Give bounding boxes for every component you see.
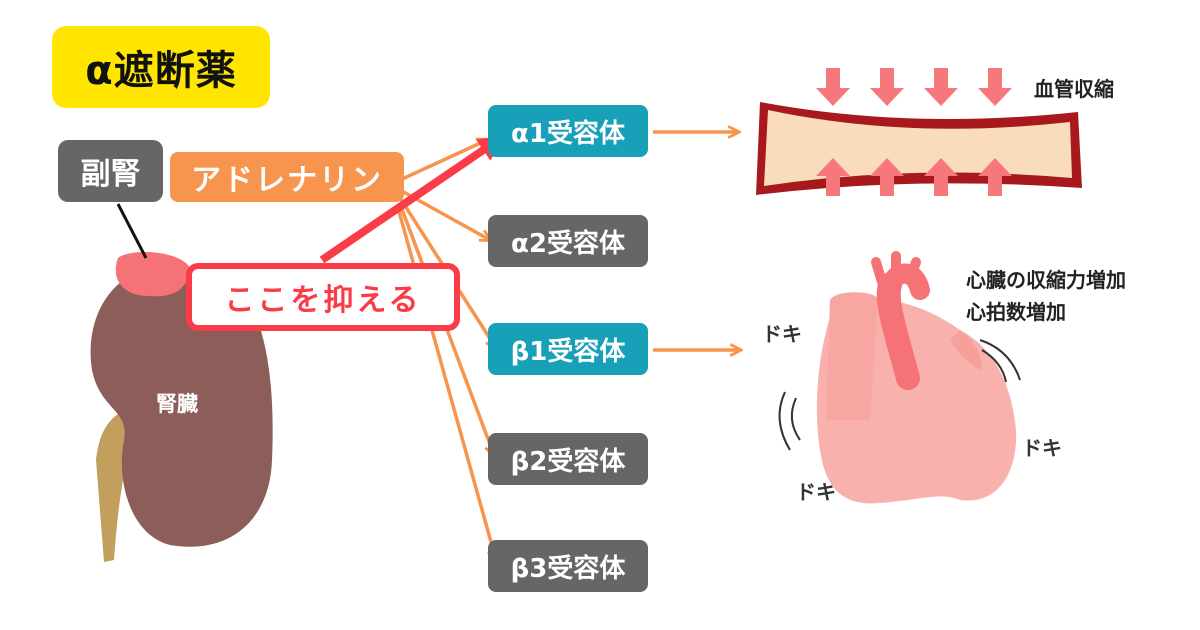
heartbeat-label: ドキ bbox=[796, 480, 836, 504]
blood-vessel-illustration bbox=[756, 68, 1082, 196]
kidney-label: 腎臓 bbox=[156, 392, 198, 416]
kidney-illustration bbox=[90, 203, 273, 562]
block-callout: ここを抑える bbox=[186, 263, 460, 331]
adrenal-label: 副腎 bbox=[58, 140, 163, 202]
receptor-beta3: β3受容体 bbox=[488, 540, 648, 592]
heart-illustration bbox=[778, 251, 1021, 504]
receptor-alpha1: α1受容体 bbox=[488, 105, 648, 157]
adrenal-gland bbox=[115, 252, 190, 297]
aorta bbox=[871, 251, 930, 390]
arrow-to-b3 bbox=[396, 207, 496, 560]
receptor-beta2: β2受容体 bbox=[488, 433, 648, 485]
heartbeat-label: ドキ bbox=[762, 322, 802, 346]
hormone-label: アドレナリン bbox=[170, 152, 404, 202]
pressure-arrows bbox=[816, 68, 1012, 196]
receptor-beta1: β1受容体 bbox=[488, 323, 648, 375]
beat-lines bbox=[778, 339, 1021, 451]
page-title: α遮断薬 bbox=[52, 26, 270, 108]
vessel-effect-label: 血管収縮 bbox=[1034, 77, 1114, 101]
block-arrow bbox=[319, 135, 505, 264]
heart-effect-label-1: 心臓の収縮力増加 bbox=[966, 268, 1126, 292]
receptor-alpha2: α2受容体 bbox=[488, 215, 648, 267]
heart-effect-label-2: 心拍数増加 bbox=[966, 300, 1066, 324]
heartbeat-label: ドキ bbox=[1022, 436, 1062, 460]
arrow-to-a1 bbox=[399, 140, 487, 182]
